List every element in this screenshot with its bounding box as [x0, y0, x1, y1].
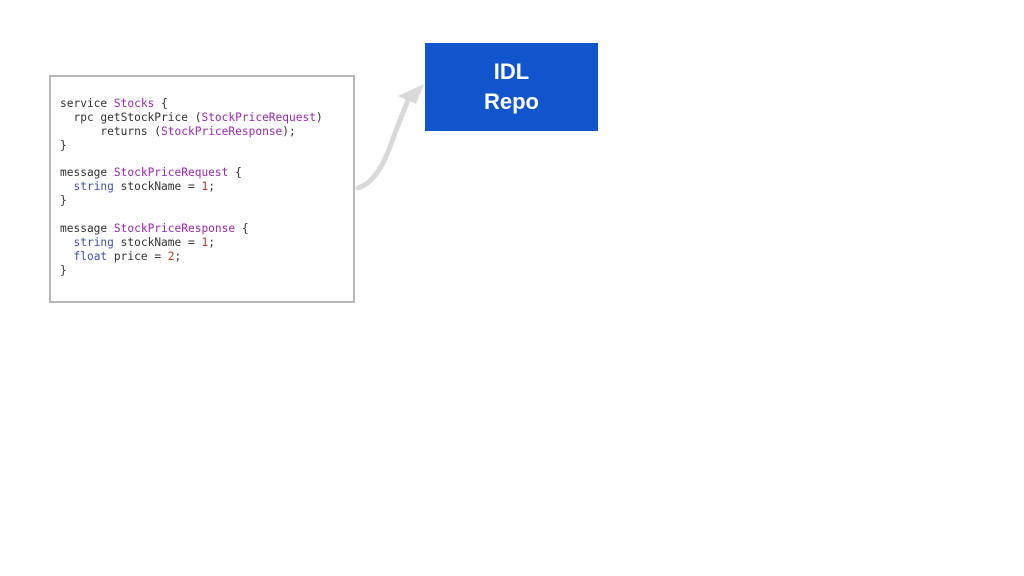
code-line: } [60, 139, 353, 153]
code-token [60, 236, 73, 249]
code-line: string stockName = 1; [60, 236, 353, 250]
code-token: ) [315, 110, 323, 124]
repo-label-line-1: IDL [493, 59, 530, 84]
code-token: float [73, 249, 108, 263]
code-token: } [60, 138, 67, 152]
code-token: message [60, 222, 114, 236]
code-token: { [154, 97, 168, 110]
code-token: ; [208, 180, 215, 194]
code-token: StockPriceResponse [113, 222, 236, 236]
code-line: } [60, 194, 353, 208]
code-line [60, 153, 353, 167]
code-token: ); [282, 124, 296, 138]
code-token: rpc getStockPrice ( [60, 110, 202, 124]
code-token: { [235, 222, 249, 236]
arrow-head [398, 84, 424, 104]
proto-code: service Stocks { rpc getStockPrice (Stoc… [60, 97, 353, 278]
code-token: stockName = [113, 235, 202, 249]
code-line: returns (StockPriceResponse); [60, 125, 353, 139]
code-token: string [73, 235, 114, 249]
code-line: rpc getStockPrice (StockPriceRequest) [60, 111, 353, 125]
code-token: Stocks [113, 97, 155, 110]
proto-code-box: service Stocks { rpc getStockPrice (Stoc… [49, 75, 355, 303]
code-token: 1 [201, 180, 209, 194]
code-token: service [60, 97, 114, 110]
code-line: float price = 2; [60, 250, 353, 264]
code-token: message [60, 166, 114, 180]
code-token: 2 [167, 249, 175, 263]
code-line: service Stocks { [60, 97, 353, 111]
code-token: 1 [201, 235, 209, 249]
arrow-shaft [355, 97, 411, 191]
code-token: StockPriceResponse [161, 124, 283, 138]
code-line: message StockPriceResponse { [60, 222, 353, 236]
code-token [60, 180, 73, 193]
code-token: ; [208, 235, 215, 249]
repo-label-line-2: Repo [484, 89, 539, 114]
code-token: ; [174, 249, 182, 263]
code-token: string [73, 180, 114, 194]
code-token: price = [107, 249, 168, 263]
code-line: message StockPriceRequest { [60, 166, 353, 180]
code-token: } [60, 263, 67, 277]
code-token: stockName = [113, 180, 202, 194]
code-token: StockPriceRequest [201, 110, 316, 124]
code-token: } [60, 194, 67, 208]
code-line: string stockName = 1; [60, 180, 353, 194]
code-token: returns ( [60, 124, 162, 138]
code-line [60, 208, 353, 222]
code-token [60, 250, 73, 263]
code-line: } [60, 264, 353, 278]
idl-repo-box: IDL Repo [425, 43, 598, 131]
code-token: StockPriceRequest [113, 166, 229, 180]
code-token: { [228, 166, 242, 180]
